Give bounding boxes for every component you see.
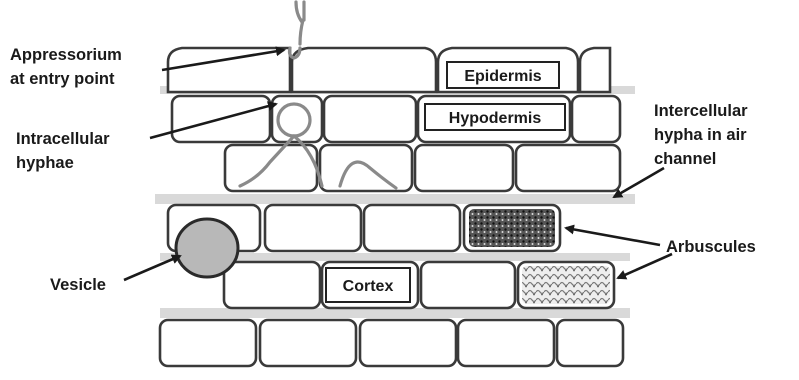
cortex-label: Cortex <box>343 278 394 295</box>
cortex-cell <box>224 262 320 308</box>
cortex-cell <box>360 320 456 366</box>
cortex-cell <box>557 320 623 366</box>
vesicle-label: Vesicle <box>50 276 106 294</box>
hypodermis-cell <box>320 145 412 191</box>
epidermis-cell <box>168 48 290 92</box>
intercellular-label: Intercellular hypha in air channel <box>654 102 752 168</box>
vesicle <box>176 219 238 277</box>
cortex-cell <box>364 205 460 251</box>
epidermis-cell <box>580 48 610 92</box>
hypodermis-cell <box>516 145 620 191</box>
epidermis-label: Epidermis <box>464 68 541 85</box>
hypodermis-cell <box>324 96 416 142</box>
hypodermis-cell <box>225 145 317 191</box>
intracellular-label: Intracellular hyphae <box>16 130 114 172</box>
band-cortex-lower <box>160 308 630 318</box>
hypodermis-cell <box>415 145 513 191</box>
arbuscule-dense <box>469 209 555 247</box>
epidermis-cell <box>292 48 436 92</box>
cortex-cell <box>260 320 356 366</box>
arbuscules-label: Arbuscules <box>666 238 756 256</box>
external-hypha <box>296 2 304 44</box>
arrow-intercellular <box>614 168 664 197</box>
cortex-cell <box>160 320 256 366</box>
air-channel-band <box>155 194 635 204</box>
cortex-cell <box>458 320 554 366</box>
hypodermis-cell <box>572 96 620 142</box>
cortex-cell <box>421 262 515 308</box>
cortex-cell <box>265 205 361 251</box>
arrow-vesicle <box>124 256 180 280</box>
arbuscule-light <box>522 266 610 304</box>
hypodermis-label: Hypodermis <box>449 110 542 127</box>
appressorium-label: Appressorium at entry point <box>10 46 126 88</box>
arrow-arbuscule-dense <box>566 228 660 245</box>
